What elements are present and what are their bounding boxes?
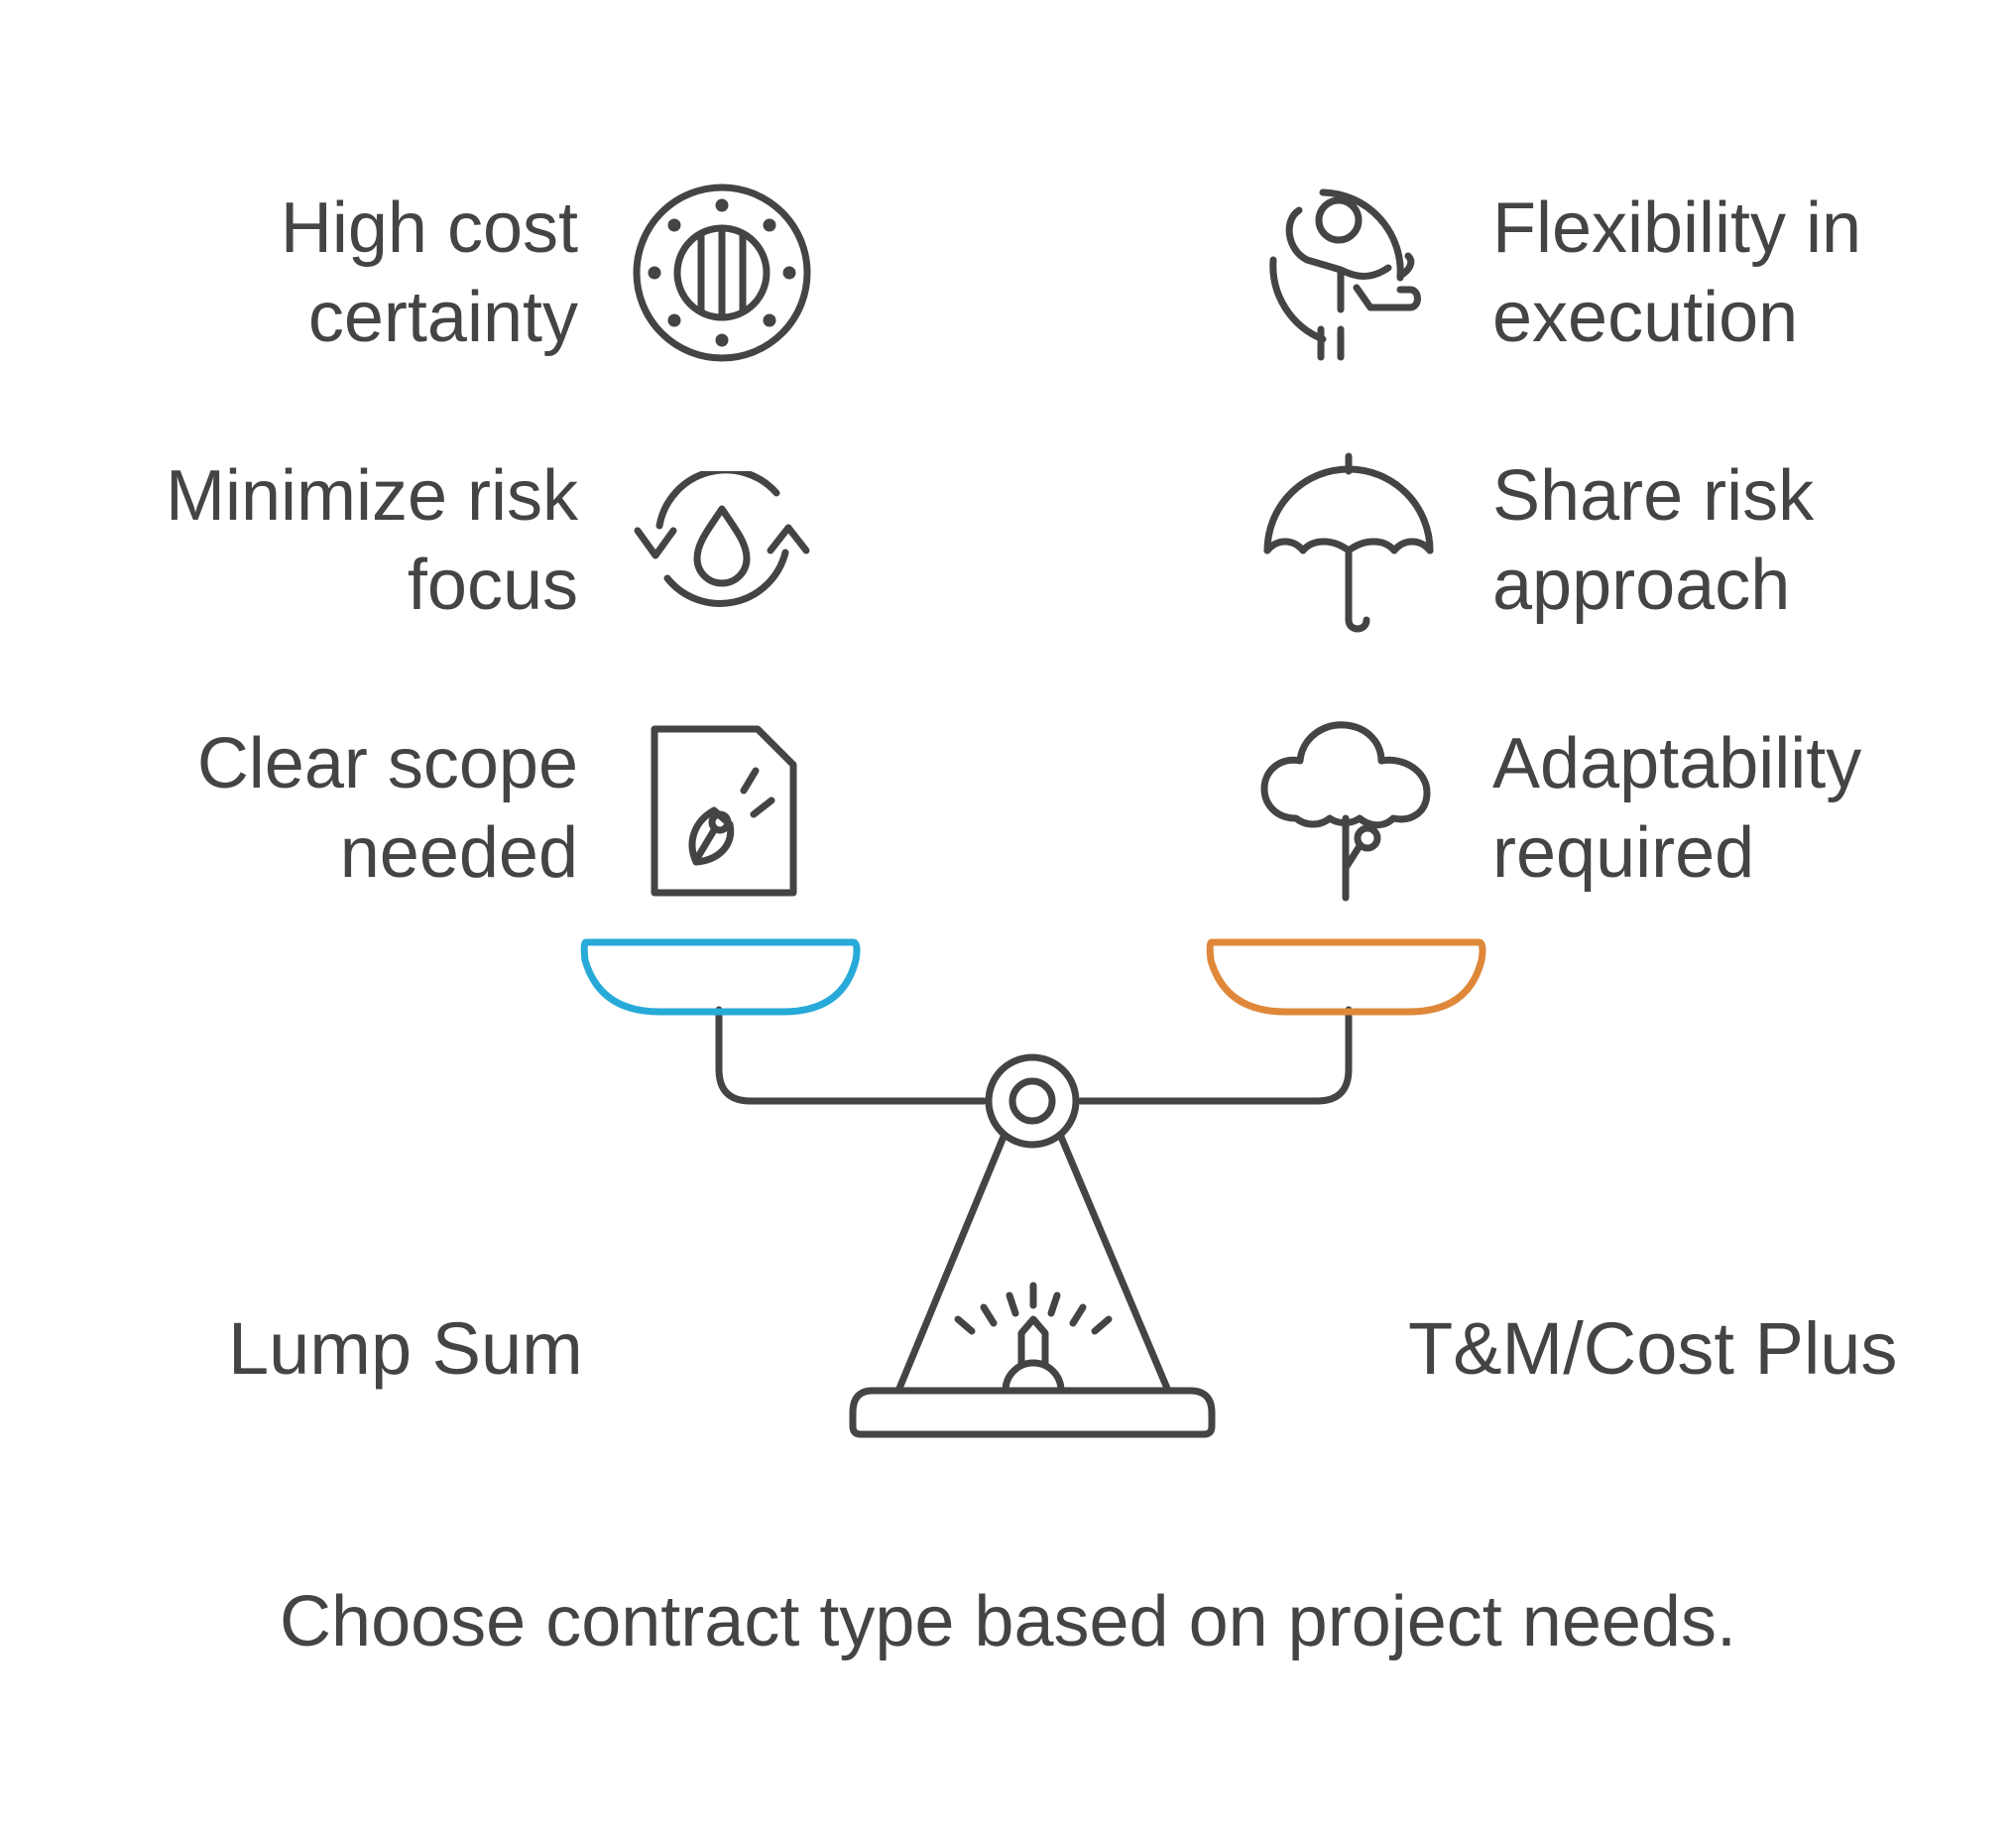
left-label-2-line2: focus [407,546,578,625]
right-label-3: Adaptability required [1492,719,1861,898]
scale-stand-left [894,1133,1008,1395]
indicator-needle [1017,1315,1049,1369]
ray-7 [1091,1315,1113,1335]
pen-document-icon [645,719,803,903]
right-label-3-line1: Adaptability [1492,724,1862,803]
right-label-3-line2: required [1492,813,1755,893]
water-drop-cycle-icon [630,471,814,620]
umbrella-icon [1259,451,1438,635]
left-label-3-line2: needed [339,813,578,893]
left-label-1-line1: High cost [280,188,578,268]
scale-stand-right [1057,1133,1172,1395]
ray-4 [980,1303,998,1327]
left-label-1-line2: certainty [307,278,578,357]
caption: Choose contract type based on project ne… [280,1582,1736,1661]
porthole-icon [630,181,814,365]
right-label-1-line2: execution [1492,278,1799,357]
ray-2 [1006,1291,1019,1317]
ray-5 [1069,1303,1087,1327]
scale-pivot-inner [1008,1077,1056,1125]
left-pan [580,938,861,1016]
right-label-1: Flexibility in execution [1492,184,1861,362]
option-tm-cost-plus: T&M/Cost Plus [1408,1307,1898,1390]
right-label-2-line2: approach [1492,546,1791,625]
scale-beam [715,1006,988,1105]
left-label-3: Clear scope needed [197,719,578,898]
right-label-1-line1: Flexibility in [1492,188,1862,268]
right-pan [1206,938,1486,1016]
ray-6 [954,1315,976,1335]
ray-3 [1047,1291,1061,1317]
option-lump-sum: Lump Sum [228,1307,583,1390]
right-label-2: Share risk approach [1492,451,1814,630]
flexible-person-icon [1261,181,1430,365]
left-label-2: Minimize risk focus [166,451,578,630]
tree-icon [1256,719,1440,903]
right-label-2-line1: Share risk [1492,456,1815,536]
scale-pivot-outer [985,1053,1080,1149]
scale-base [849,1387,1216,1438]
left-label-3-line1: Clear scope [196,724,578,803]
left-label-1: High cost certainty [281,184,578,362]
scale-beam-right [1077,1006,1353,1105]
left-label-2-line1: Minimize risk [165,456,578,536]
indicator-dome [1002,1359,1065,1395]
